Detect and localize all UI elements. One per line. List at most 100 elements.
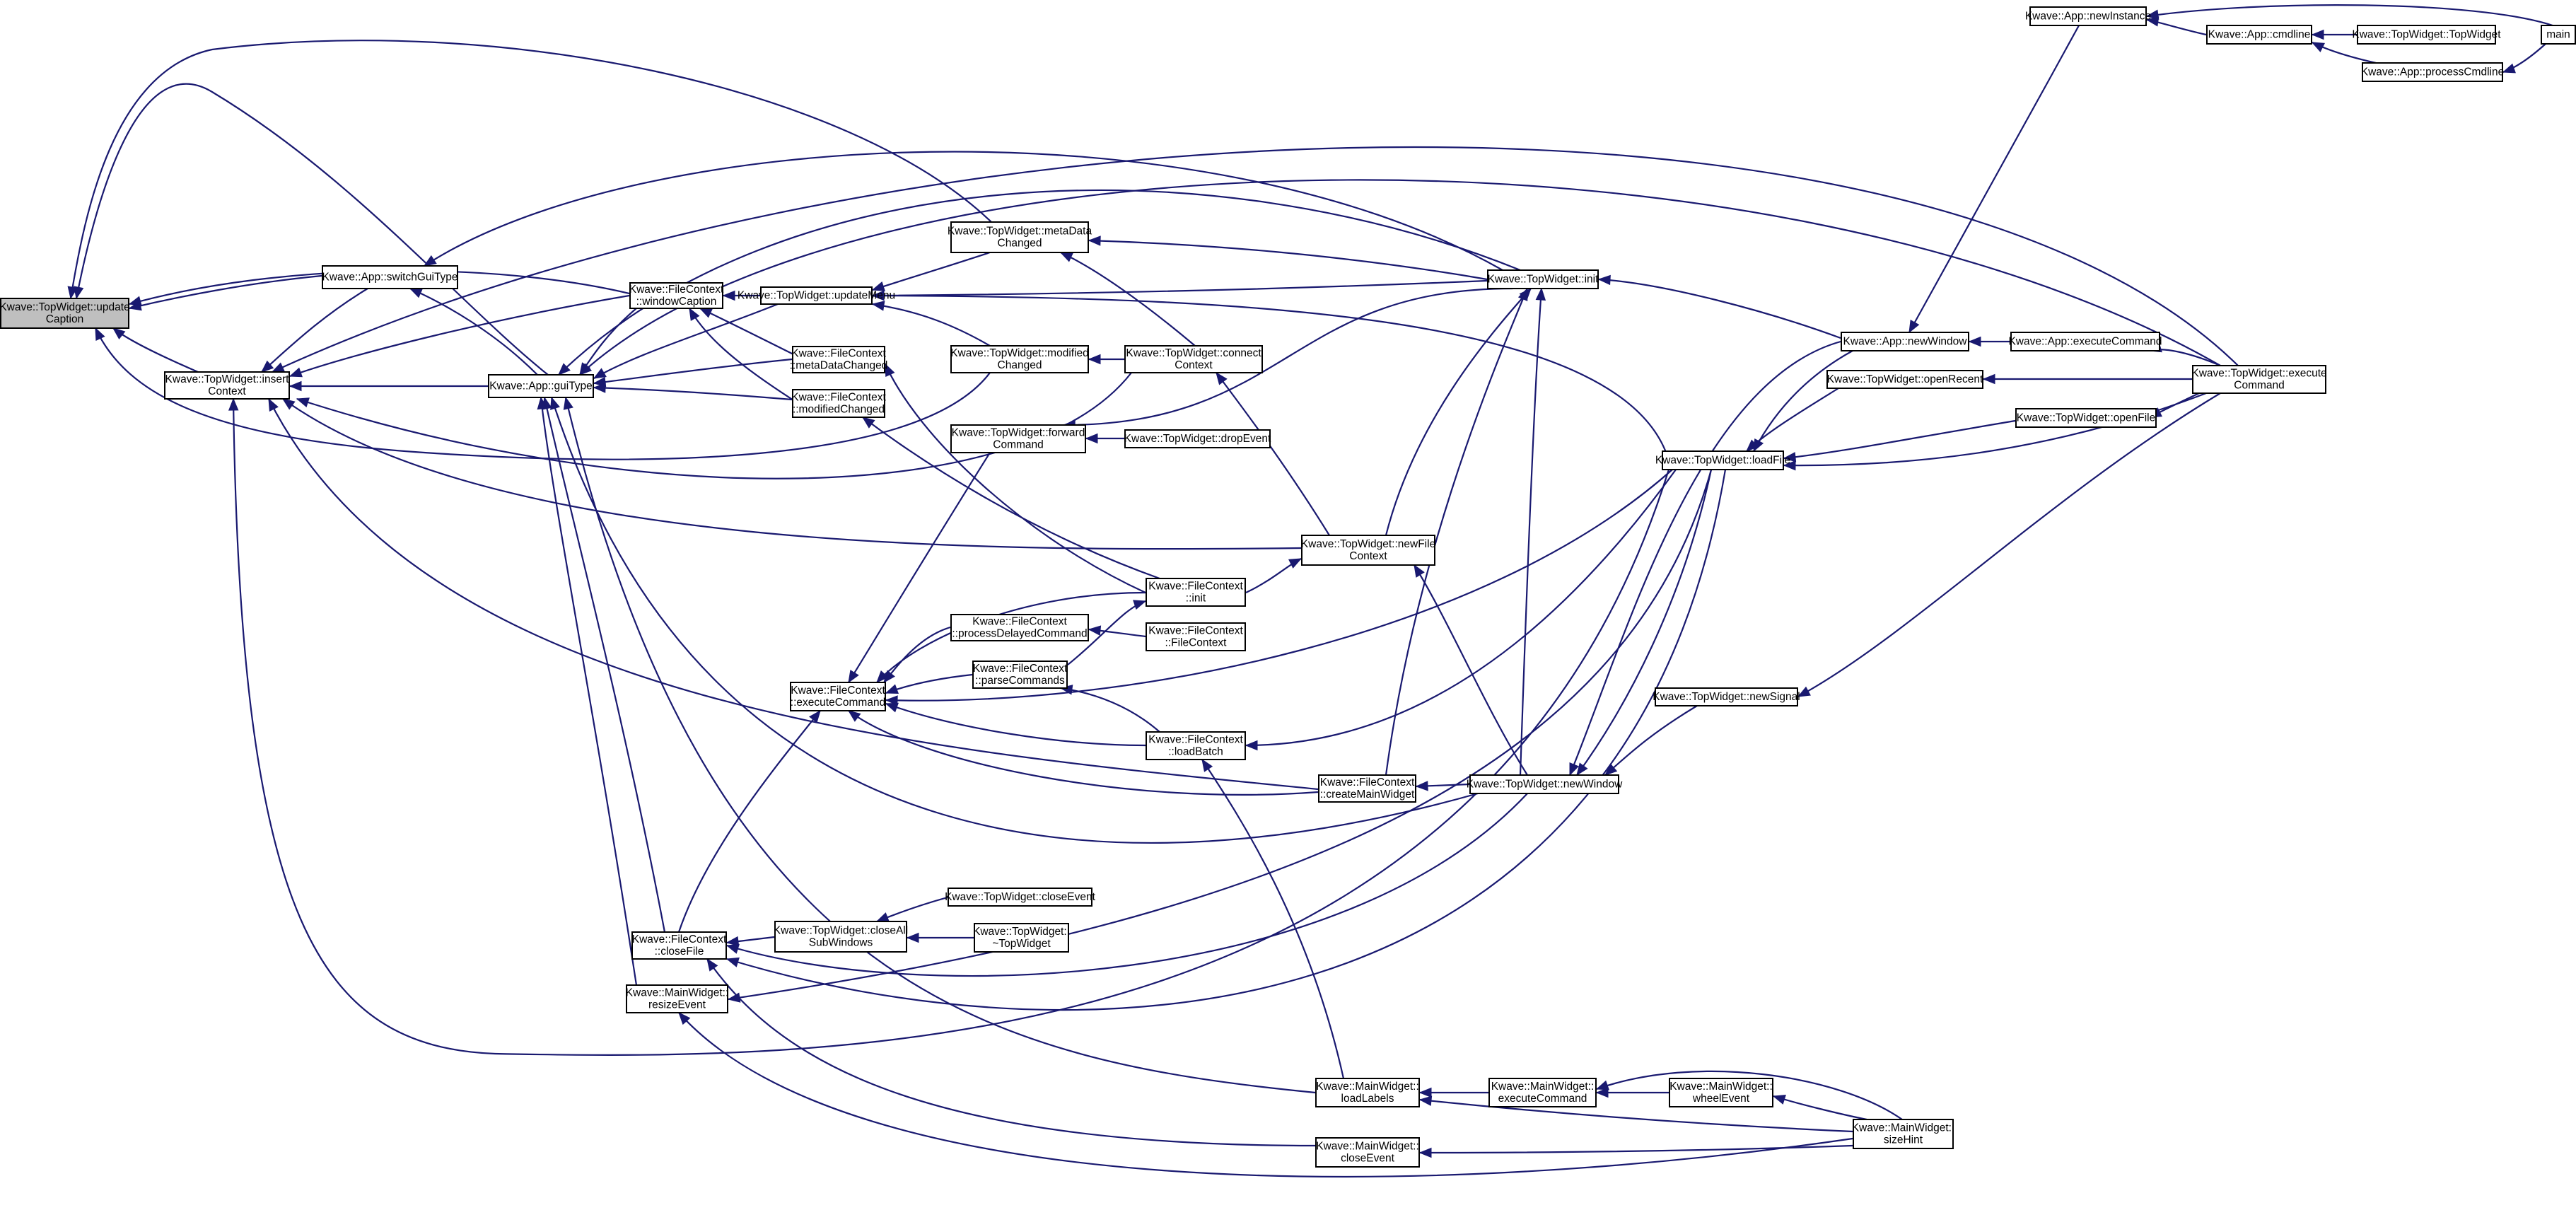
graph-node-n12[interactable]: Kwave::TopWidget::dropEvent [1124,429,1271,448]
graph-node-n2[interactable]: Kwave::App::switchGuiType [322,265,458,289]
node-box[interactable] [1124,345,1263,373]
edge-arrowhead-n10-to-n9 [1088,354,1101,365]
node-box[interactable] [1487,269,1599,289]
graph-node-n27[interactable]: Kwave::TopWidget::openRecent [1826,370,1983,389]
graph-node-n18[interactable]: Kwave::FileContext::parseCommands [972,661,1068,689]
node-box[interactable] [1469,774,1619,794]
graph-node-n44[interactable]: Kwave::MainWidget::closeEvent [1315,1137,1420,1168]
node-box[interactable] [948,888,1092,907]
graph-node-n20[interactable]: Kwave::FileContext::loadBatch [1146,731,1246,760]
node-box[interactable] [760,286,873,305]
node-box[interactable] [1124,429,1271,448]
edge-arrowhead-n28-to-n24 [1783,452,1797,463]
node-box[interactable] [2357,25,2496,45]
node-box[interactable] [2362,62,2503,82]
node-box[interactable] [950,345,1089,373]
node-box[interactable] [1488,1078,1597,1107]
node-box[interactable] [974,923,1069,953]
node-box[interactable] [1301,535,1435,566]
graph-node-n19[interactable]: Kwave::FileContext::executeCommand [790,682,886,711]
edge-n7-to-n4 [689,308,800,405]
node-box[interactable] [1315,1078,1420,1107]
node-box[interactable] [2541,25,2576,45]
graph-node-n13[interactable]: Kwave::TopWidget::init [1487,269,1599,289]
node-label-line: Kwave::TopWidget::dropEvent [1124,433,1271,445]
graph-node-n6[interactable]: Kwave::FileContext::metaDataChanged [790,346,888,373]
edge-n13-to-n5 [872,279,1488,297]
graph-node-n39[interactable]: Kwave::MainWidget::resizeEvent [626,984,729,1013]
node-box[interactable] [2010,332,2160,351]
node-box[interactable] [972,661,1068,689]
graph-node-n38[interactable]: Kwave::TopWidget::~TopWidget [973,923,1070,953]
node-box[interactable] [950,221,1089,253]
node-label-line: Kwave::FileContext [632,933,727,946]
node-box[interactable] [2029,6,2147,26]
node-box[interactable] [2192,365,2326,394]
graph-node-n23[interactable]: Kwave::TopWidget::newSignal [1653,687,1800,706]
node-box[interactable] [1662,450,1784,470]
graph-node-n37[interactable]: Kwave::TopWidget::closeEvent [945,888,1096,907]
graph-node-n40[interactable]: Kwave::MainWidget::loadLabels [1315,1078,1420,1107]
node-box[interactable] [2206,25,2312,45]
graph-node-n17[interactable]: Kwave::FileContext::FileContext [1146,622,1246,651]
edge-n7-to-n3 [593,386,793,401]
node-box[interactable] [1315,1137,1420,1168]
node-box[interactable] [950,614,1089,641]
graph-node-n7[interactable]: Kwave::FileContext::modifiedChanged [791,389,886,418]
graph-node-n30[interactable]: Kwave::App::newInstance [2025,6,2151,26]
graph-node-n16[interactable]: Kwave::FileContext::processDelayedComman… [950,614,1089,641]
graph-node-n43[interactable]: Kwave::MainWidget::sizeHint [1852,1119,1955,1149]
node-box[interactable] [1146,578,1246,607]
node-box[interactable] [488,374,594,398]
node-box[interactable] [2015,408,2157,428]
node-box[interactable] [322,265,458,289]
edge-arrowhead-n9-to-n0 [95,327,105,342]
graph-node-n28[interactable]: Kwave::TopWidget::openFile [2015,408,2157,428]
graph-node-n42[interactable]: Kwave::MainWidget::wheelEvent [1669,1078,1773,1107]
graph-node-n21[interactable]: Kwave::FileContext::createMainWidget [1318,774,1416,803]
graph-node-n9[interactable]: Kwave::TopWidget::modifiedChanged [950,345,1089,373]
graph-node-n4[interactable]: Kwave::FileContext::windowCaption [629,282,724,309]
graph-node-n29[interactable]: Kwave::TopWidget::executeCommand [2191,365,2327,394]
node-box[interactable] [792,346,885,373]
node-box[interactable] [1669,1078,1773,1107]
graph-node-n15[interactable]: Kwave::FileContext::init [1146,578,1246,607]
edge-n9-to-n5 [872,303,991,347]
node-box[interactable] [950,424,1086,453]
graph-node-n31[interactable]: Kwave::App::cmdline [2206,25,2312,45]
node-box[interactable] [790,682,886,711]
node-box[interactable] [792,389,885,418]
node-box[interactable] [774,921,907,953]
graph-node-n32[interactable]: Kwave::TopWidget::TopWidget [2352,25,2501,45]
node-box[interactable] [0,298,129,329]
graph-node-n35[interactable]: Kwave::FileContext::closeFile [631,931,727,960]
node-box[interactable] [1655,687,1798,706]
graph-node-n25[interactable]: Kwave::App::newWindow [1841,332,1969,351]
node-box[interactable] [626,984,728,1013]
graph-node-n22[interactable]: Kwave::TopWidget::newWindow [1467,774,1623,794]
graph-node-n24[interactable]: Kwave::TopWidget::loadFile [1655,450,1790,470]
node-box[interactable] [1146,622,1246,651]
node-box[interactable] [164,371,290,400]
node-box[interactable] [1841,332,1969,351]
graph-node-n34[interactable]: main [2541,25,2576,45]
graph-node-n5[interactable]: Kwave::TopWidget::updateMenu [738,286,895,305]
edge-n2-to-n1 [261,288,368,373]
node-box[interactable] [1826,370,1983,389]
graph-node-n41[interactable]: Kwave::MainWidget::executeCommand [1488,1078,1597,1107]
node-box[interactable] [631,931,727,960]
graph-node-n8[interactable]: Kwave::TopWidget::metaDataChanged [948,221,1092,253]
node-box[interactable] [629,282,723,309]
node-box[interactable] [1146,731,1246,760]
graph-node-n33[interactable]: Kwave::App::processCmdline [2361,62,2504,82]
node-box[interactable] [1853,1119,1954,1149]
graph-node-n26[interactable]: Kwave::App::executeCommand [2008,332,2162,351]
graph-node-n3[interactable]: Kwave::App::guiType [488,374,594,398]
node-box[interactable] [1318,774,1416,803]
